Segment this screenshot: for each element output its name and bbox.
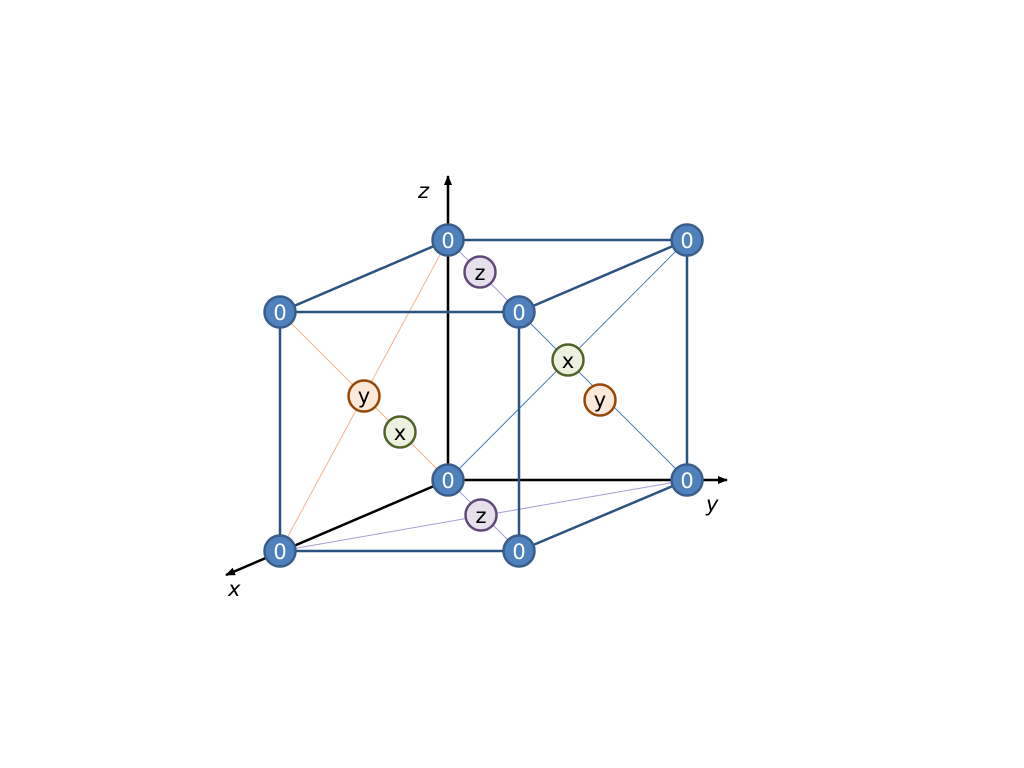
face-center-bottom: z [464,498,498,532]
corner-label: 0 [512,301,525,325]
edge-bottom-right [518,478,688,553]
corner-node: 0 [670,463,704,497]
y-axis-label: y [705,492,719,516]
corner-label: 0 [441,229,454,253]
face-center-front-label: x [394,421,406,445]
face-center-back-label: x [562,349,574,373]
edge-top-left [279,238,449,314]
corner-label: 0 [273,540,286,564]
corner-label: 0 [680,229,693,253]
x-axis-label: x [227,577,241,601]
face-center-top: z [463,255,497,289]
corner-label: 0 [680,469,693,493]
x-axis [225,478,449,577]
face-center-bottom-label: z [475,504,486,528]
corner-node: 0 [431,223,465,257]
face-center-right-label: y [594,388,606,412]
corner-label: 0 [441,469,454,493]
corner-nodes: 0 0 0 0 0 0 0 0 [263,223,704,568]
face-center-left-label: y [358,384,370,408]
edge-top-right [518,238,688,314]
corner-node: 0 [670,223,704,257]
face-center-right: y [583,383,617,417]
corner-node: 0 [502,295,536,329]
face-center-nodes: z z y y x x [347,255,617,532]
face-center-top-label: z [474,261,485,285]
corner-node: 0 [263,295,297,329]
face-center-left: y [347,379,381,413]
corner-node: 0 [431,463,465,497]
cube-edges [278,238,689,553]
face-center-front: x [383,415,417,449]
z-axis-label: z [417,179,430,203]
corner-label: 0 [512,540,525,564]
corner-node: 0 [502,534,536,568]
face-center-back: x [551,343,585,377]
corner-label: 0 [273,301,286,325]
corner-node: 0 [263,534,297,568]
